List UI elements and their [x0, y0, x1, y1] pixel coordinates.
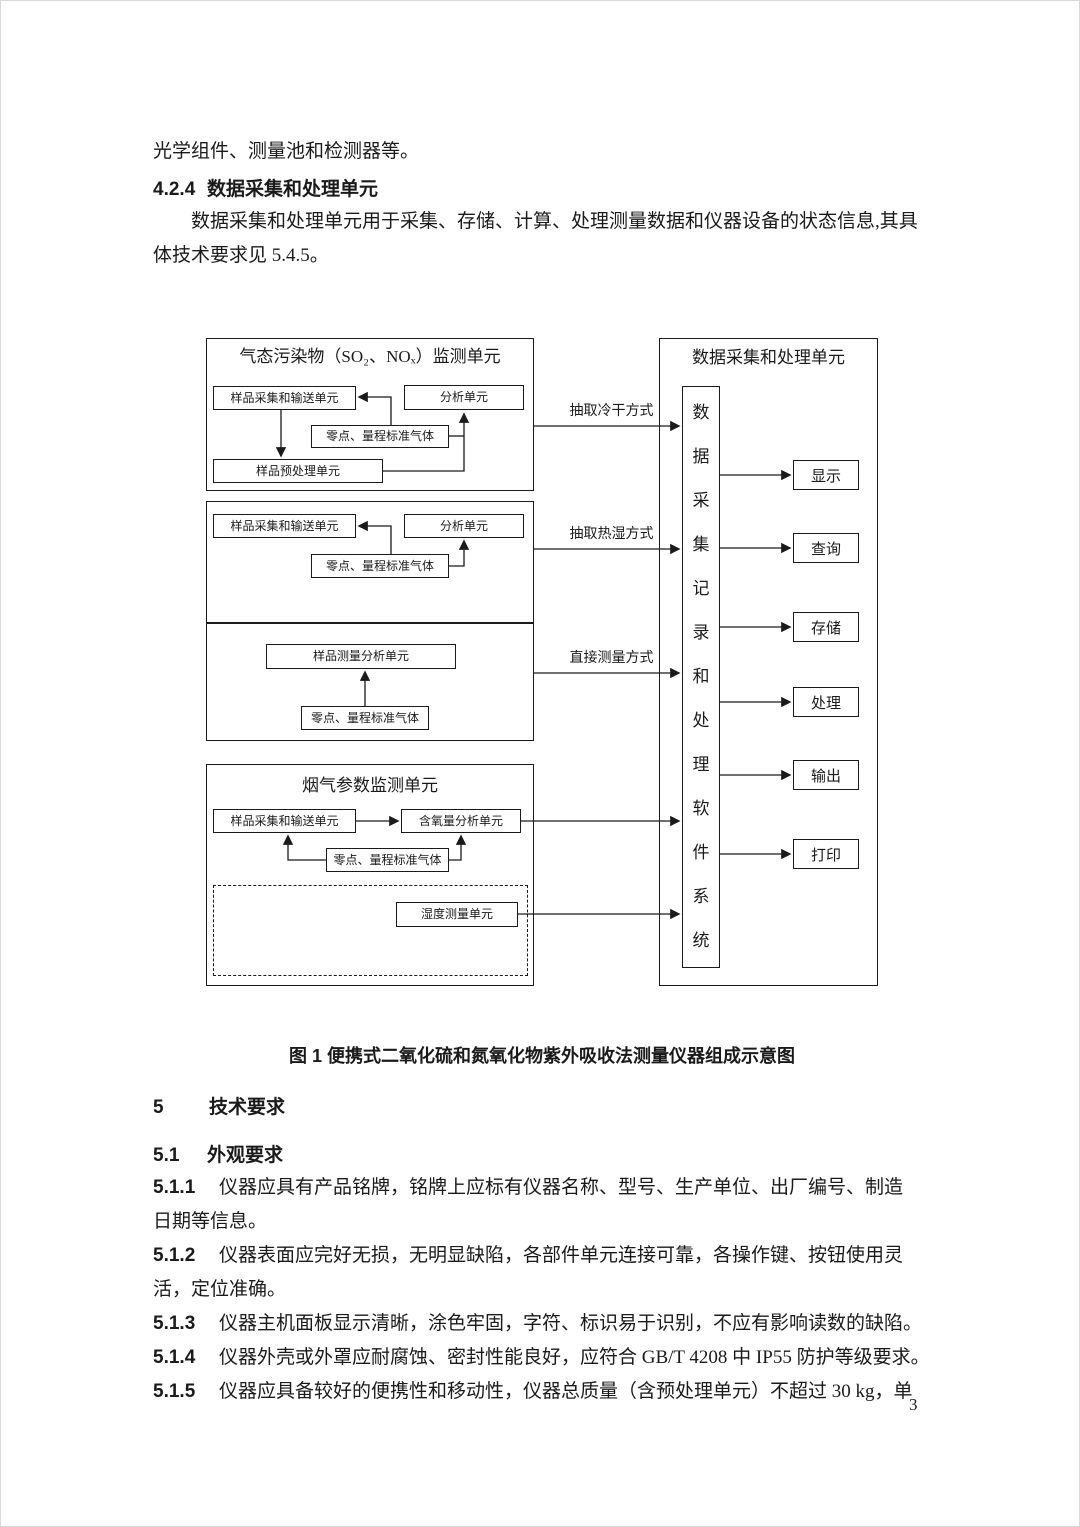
- clause-5-1-5: 5.1.5 仪器应具备较好的便携性和移动性，仪器总质量（含预处理单元）不超过 30…: [153, 1375, 935, 1409]
- daq-output-query: 查询: [793, 533, 859, 563]
- flue-humidity-box: 湿度测量单元: [396, 902, 518, 927]
- wet-analysis-box: 分析单元: [404, 514, 524, 538]
- diagram-connectors: [275, 391, 792, 920]
- flue-oxygen-analysis-box: 含氧量分析单元: [401, 809, 521, 833]
- clause-5-1-4-text: 仪器外壳或外罩应耐腐蚀、密封性能良好，应符合 GB/T 4208 中 IP55 …: [219, 1347, 930, 1368]
- daq-unit-title: 数据采集和处理单元: [692, 348, 845, 367]
- daq-software-system-box: 数据采集记录和处理软件系统: [682, 386, 720, 968]
- clause-5-1-1-number: 5.1.1: [153, 1177, 196, 1198]
- clause-5-1-5-line-1: 5.1.5 仪器应具备较好的便携性和移动性，仪器总质量（含预处理单元）不超过 30…: [153, 1375, 935, 1409]
- flue-unit-box: [206, 764, 534, 986]
- clause-5-1-1-line-2: 日期等信息。: [153, 1211, 268, 1232]
- heading-5-1-number: 5.1: [153, 1145, 180, 1166]
- figure-caption: 图 1 便携式二氧化硫和氮氧化物紫外吸收法测量仪器组成示意图: [288, 1046, 795, 1066]
- clause-5-1-5-number: 5.1.5: [153, 1381, 196, 1402]
- clause-5-1-2: 5.1.2 仪器表面应完好无损，无明显缺陷，各部件单元连接可靠，各操作键、按钮使用…: [153, 1239, 935, 1307]
- heading-4-2-4-number: 4.2.4: [153, 179, 196, 200]
- gas-standard-gas-box: 零点、量程标准气体: [311, 425, 449, 448]
- heading-5-1-title: 外观要求: [207, 1145, 284, 1166]
- clause-5-1-4: 5.1.4 仪器外壳或外罩应耐腐蚀、密封性能良好，应符合 GB/T 4208 中 …: [153, 1341, 935, 1375]
- figure-1-diagram: 气态污染物（SO₂、NOₓ）监测单元 样品采集和输送单元 分析单元 零点、量程标…: [201, 336, 881, 991]
- flue-dashed-box: [213, 885, 528, 976]
- paragraph-4-2-4-line-1: 数据采集和处理单元用于采集、存储、计算、处理测量数据和仪器设备的状态信息,其具: [191, 211, 918, 232]
- heading-5-1: 5.1 外观要求: [153, 1139, 283, 1173]
- paragraph-4-2-4-line-2: 体技术要求见 5.4.5。: [153, 245, 329, 266]
- page-number: 3: [909, 1395, 918, 1414]
- clause-5-1-2-line-2: 活，定位准确。: [153, 1279, 287, 1300]
- daq-software-system-label: 数据采集记录和处理软件系统: [692, 403, 710, 950]
- wet-sample-collection-box: 样品采集和输送单元: [213, 514, 356, 538]
- direct-measure-analysis-box: 样品测量分析单元: [266, 644, 456, 669]
- clause-5-1-1-line-1: 5.1.1 仪器应具有产品铭牌，铭牌上应标有仪器名称、型号、生产单位、出厂编号、制…: [153, 1171, 935, 1205]
- clause-5-1-2-line-1: 5.1.2 仪器表面应完好无损，无明显缺陷，各部件单元连接可靠，各操作键、按钮使用…: [153, 1239, 935, 1273]
- arrow-label-direct: 直接测量方式: [569, 651, 654, 666]
- flue-unit-title: 烟气参数监测单元: [302, 776, 438, 795]
- daq-unit-box: [659, 338, 878, 986]
- daq-output-display: 显示: [793, 460, 859, 490]
- clause-5-1-3-line-1: 5.1.3 仪器主机面板显示清晰，涂色牢固，字符、标识易于识别，不应有影响读数的缺…: [153, 1307, 935, 1341]
- clause-5-1-3-text: 仪器主机面板显示清晰，涂色牢固，字符、标识易于识别，不应有影响读数的缺陷。: [219, 1313, 923, 1334]
- leading-paragraph-line: 光学组件、测量池和检测器等。: [153, 141, 420, 162]
- direct-standard-gas-box: 零点、量程标准气体: [301, 706, 429, 730]
- arrow-label-hot-wet: 抽取热湿方式: [569, 527, 654, 542]
- wet-standard-gas-box: 零点、量程标准气体: [311, 554, 449, 578]
- heading-5: 5 技术要求: [153, 1091, 285, 1125]
- clause-5-1-1: 5.1.1 仪器应具有产品铭牌，铭牌上应标有仪器名称、型号、生产单位、出厂编号、制…: [153, 1171, 935, 1239]
- heading-5-title: 技术要求: [209, 1097, 286, 1118]
- gas-analysis-box: 分析单元: [404, 385, 524, 410]
- clause-5-1-2-number: 5.1.2: [153, 1245, 196, 1266]
- clause-5-1-4-line-1: 5.1.4 仪器外壳或外罩应耐腐蚀、密封性能良好，应符合 GB/T 4208 中 …: [153, 1341, 935, 1375]
- gas-pretreatment-box: 样品预处理单元: [213, 459, 383, 483]
- direct-unit-box: [206, 623, 534, 741]
- gas-unit-title: 气态污染物（SO₂、NOₓ）监测单元: [239, 347, 501, 366]
- gas-unit-box: [206, 338, 534, 491]
- daq-output-print: 打印: [793, 839, 859, 869]
- daq-output-storage: 存储: [793, 612, 859, 642]
- daq-output-output: 输出: [793, 760, 859, 790]
- clause-5-1-3-number: 5.1.3: [153, 1313, 196, 1334]
- clause-5-1-5-text: 仪器应具备较好的便携性和移动性，仪器总质量（含预处理单元）不超过 30 kg，单: [219, 1381, 913, 1402]
- clause-5-1-3: 5.1.3 仪器主机面板显示清晰，涂色牢固，字符、标识易于识别，不应有影响读数的缺…: [153, 1307, 935, 1341]
- arrow-label-cold-dry: 抽取冷干方式: [569, 404, 654, 419]
- flue-standard-gas-box: 零点、量程标准气体: [326, 848, 449, 872]
- gas-sample-collection-box: 样品采集和输送单元: [213, 386, 356, 410]
- heading-5-number: 5: [153, 1097, 164, 1118]
- daq-output-processing: 处理: [793, 687, 859, 717]
- wet-unit-box: [206, 501, 534, 623]
- flue-sample-collection-box: 样品采集和输送单元: [213, 809, 356, 833]
- heading-4-2-4: 4.2.4 数据采集和处理单元: [153, 173, 378, 207]
- clause-5-1-1-text: 仪器应具有产品铭牌，铭牌上应标有仪器名称、型号、生产单位、出厂编号、制造: [219, 1177, 904, 1198]
- clause-5-1-2-text: 仪器表面应完好无损，无明显缺陷，各部件单元连接可靠，各操作键、按钮使用灵: [219, 1245, 904, 1266]
- clause-5-1-4-number: 5.1.4: [153, 1347, 196, 1368]
- heading-4-2-4-title: 数据采集和处理单元: [207, 179, 379, 200]
